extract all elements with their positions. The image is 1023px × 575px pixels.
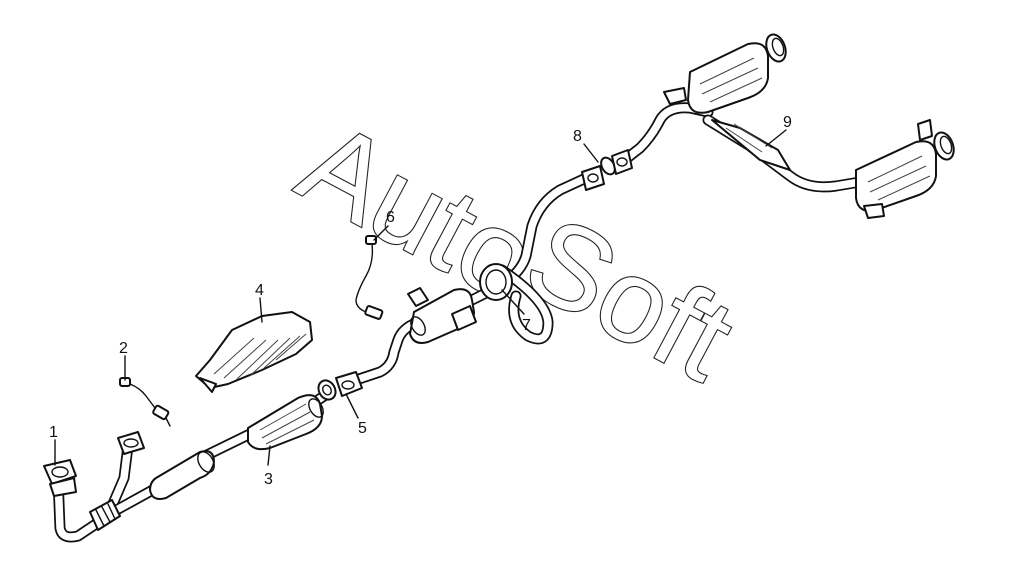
catalytic-converter xyxy=(247,394,324,451)
callout-5: 5 xyxy=(358,420,367,437)
front-resonator xyxy=(149,450,215,500)
leader-lines xyxy=(54,129,787,466)
watermark: Auto Soft xyxy=(279,95,755,407)
callout-4: 4 xyxy=(255,282,264,299)
front-oxygen-sensor xyxy=(119,377,171,427)
callout-7: 7 xyxy=(522,317,531,334)
exhaust-hanger-7 xyxy=(479,263,513,301)
callout-3: 3 xyxy=(264,471,273,488)
rear-muffler-assembly xyxy=(663,33,955,219)
gasket-flange-8 xyxy=(581,149,633,191)
front-flange xyxy=(43,431,145,497)
flex-joint xyxy=(89,499,121,531)
callout-1: 1 xyxy=(49,424,58,441)
center-muffler xyxy=(407,287,477,344)
callout-6: 6 xyxy=(386,209,395,226)
callout-8: 8 xyxy=(573,128,582,145)
exhaust-pipe-assembly xyxy=(52,102,866,543)
heat-shield xyxy=(195,311,313,393)
callout-2: 2 xyxy=(119,340,128,357)
rear-oxygen-sensor xyxy=(355,235,384,320)
callout-labels: 1 2 3 4 5 6 7 8 9 xyxy=(49,114,792,488)
gasket-flange-5 xyxy=(317,371,363,401)
callout-9: 9 xyxy=(783,114,792,131)
